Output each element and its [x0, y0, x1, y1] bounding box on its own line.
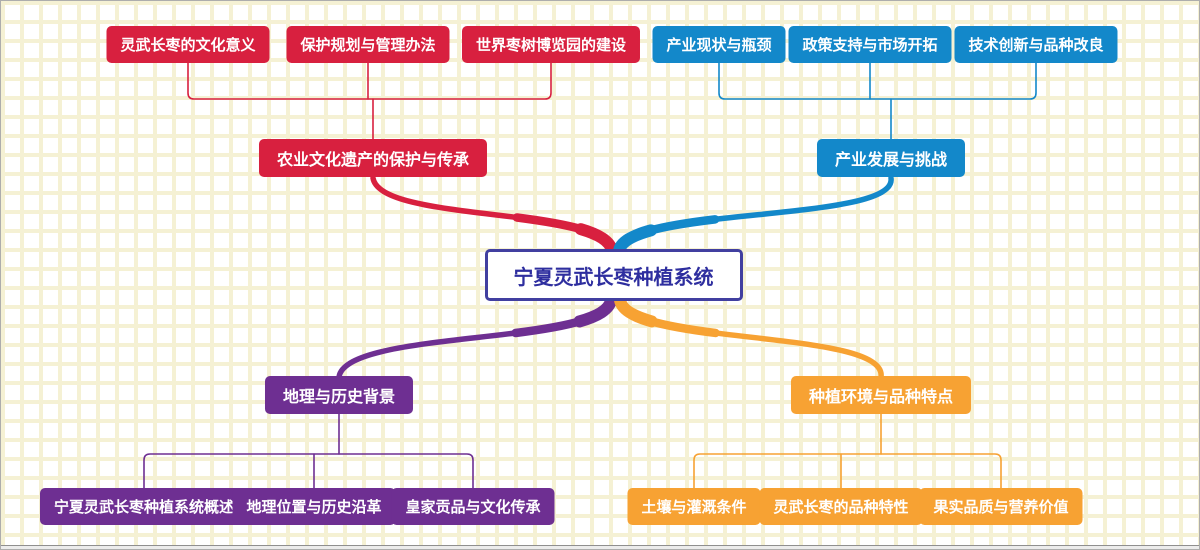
branch-curve-industry [616, 175, 894, 254]
child-node-planting-1[interactable]: 灵武长枣的品种特性 [759, 488, 923, 525]
child-node-planting-2[interactable]: 果实品质与营养价值 [919, 488, 1083, 525]
child-node-industry-0[interactable]: 产业现状与瓶颈 [652, 26, 786, 63]
child-node-geography-2[interactable]: 皇家贡品与文化传承 [391, 488, 555, 525]
canvas-bottom-edge [1, 545, 1199, 549]
root-node[interactable]: 宁夏灵武长枣种植系统 [484, 249, 743, 301]
branch-curve-geography [333, 294, 617, 383]
bracket-line-industry [718, 62, 1037, 100]
branch-curve-geography [336, 297, 614, 380]
branch-curve-planting [614, 294, 887, 383]
child-node-geography-0[interactable]: 宁夏灵武长枣种植系统概述 [39, 488, 249, 525]
branch-curve-industry [613, 172, 897, 257]
branch-curve-geography [334, 295, 616, 382]
branch-curve-heritage [367, 172, 618, 257]
bracket-line-geography [143, 453, 474, 489]
branch-node-heritage[interactable]: 农业文化遗产的保护与传承 [258, 139, 488, 177]
child-node-heritage-1[interactable]: 保护规划与管理办法 [286, 26, 450, 63]
child-node-industry-2[interactable]: 技术创新与品种改良 [954, 26, 1118, 63]
child-node-heritage-2[interactable]: 世界枣树博览园的建设 [461, 26, 641, 63]
child-node-planting-0[interactable]: 土壤与灌溉条件 [627, 488, 761, 525]
branch-curve-industry [614, 173, 896, 256]
child-node-industry-1[interactable]: 政策支持与市场开拓 [788, 26, 952, 63]
branch-curve-planting [615, 295, 886, 382]
branch-curve-heritage [370, 175, 615, 254]
child-node-geography-1[interactable]: 地理位置与历史沿革 [232, 488, 396, 525]
branch-node-geography[interactable]: 地理与历史背景 [264, 376, 414, 414]
branch-curve-planting [617, 297, 884, 380]
branch-node-planting[interactable]: 种植环境与品种特点 [790, 376, 972, 414]
branch-curve-heritage [368, 173, 617, 256]
bracket-line-heritage [187, 62, 552, 100]
bracket-line-planting [693, 453, 1002, 489]
branch-node-industry[interactable]: 产业发展与挑战 [816, 139, 966, 177]
child-node-heritage-0[interactable]: 灵武长枣的文化意义 [106, 26, 270, 63]
